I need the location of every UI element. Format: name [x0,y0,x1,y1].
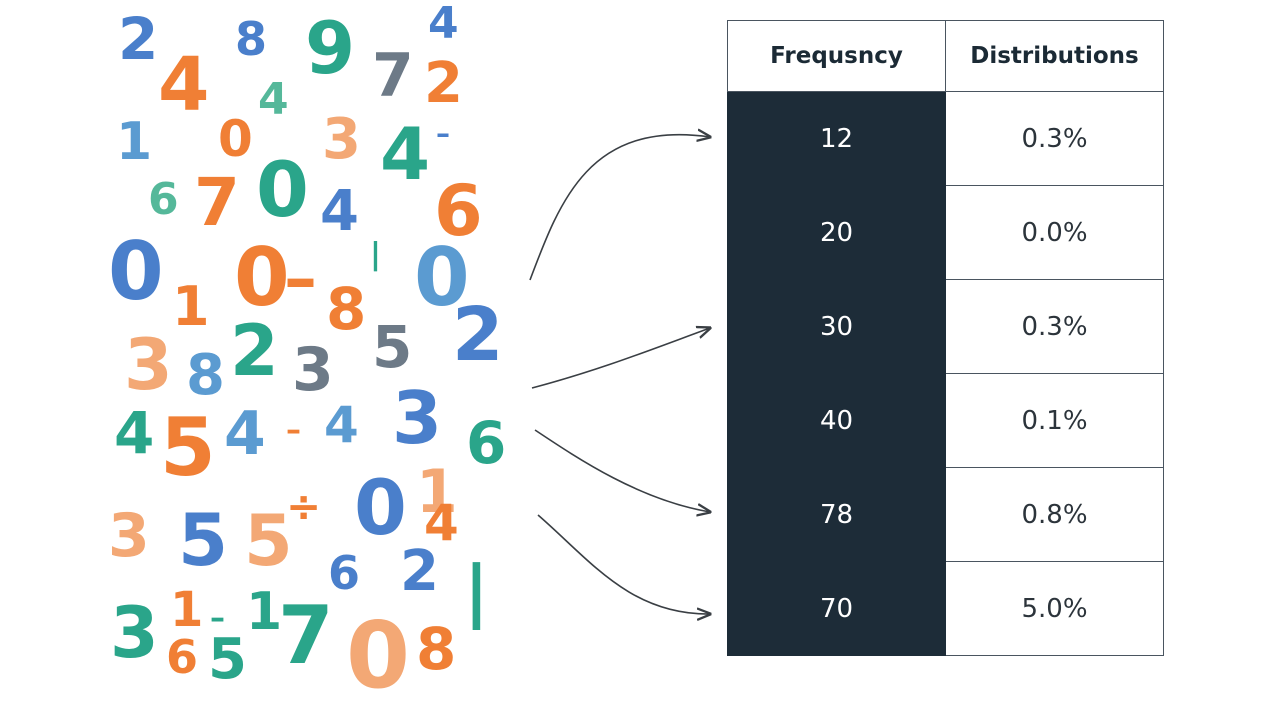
number-glyph: 0 [256,145,309,234]
number-glyph: 8 [235,12,268,66]
arrow-to-row-3 [531,328,710,389]
distribution-cell: 0.0% [945,185,1164,280]
table-row: 12 0.3% [727,91,1164,186]
number-glyph: 3 [292,335,334,405]
number-glyph: | [464,552,489,631]
number-glyph: 8 [326,275,367,343]
number-glyph: 5 [372,313,413,381]
number-glyph: 3 [108,501,150,571]
number-glyph: 4 [428,0,459,49]
number-glyph: – [436,117,450,150]
table-row: 70 5.0% [727,561,1164,656]
number-glyph: 0 [108,225,164,318]
table-row: 30 0.3% [727,279,1164,374]
number-glyph: 1 [116,112,153,172]
number-glyph: 0 [218,110,253,168]
number-glyph: 3 [392,376,443,460]
number-glyph: 7 [278,589,334,682]
arrow-to-row-5 [534,429,710,512]
number-glyph: 5 [244,500,293,582]
number-glyph: 4 [224,399,266,469]
number-glyph: | [370,237,381,272]
number-glyph: 3 [322,107,361,172]
number-glyph: 7 [194,164,240,241]
number-glyph: 9 [305,6,356,90]
frequency-cell: 70 [727,561,946,656]
number-glyph: 6 [166,630,199,684]
distribution-cell: 0.3% [945,91,1164,186]
table-row: 20 0.0% [727,185,1164,280]
number-glyph: 6 [434,170,483,252]
number-glyph: 5 [160,401,216,494]
number-glyph: 7 [372,41,414,111]
number-glyph: 0 [234,231,290,324]
number-glyph: 8 [186,343,225,408]
frequency-distribution-table: Frequsncy Distributions 12 0.3% 20 0.0% … [727,20,1164,656]
frequency-cell: 78 [727,467,946,562]
number-glyph: 4 [258,74,289,125]
number-glyph: 4 [114,399,155,467]
number-glyph: ÷ [286,482,322,531]
number-glyph: 8 [416,615,457,683]
number-glyph: – [210,601,225,636]
number-glyph: 4 [158,42,210,128]
number-glyph: 4 [424,494,459,552]
frequency-cell: 40 [727,373,946,468]
number-glyph: 2 [400,539,439,604]
number-glyph: 3 [124,324,173,406]
distribution-cell: 0.8% [945,467,1164,562]
header-distributions: Distributions [945,20,1164,92]
number-glyph: 4 [380,112,431,196]
distribution-cell: 0.3% [945,279,1164,374]
number-glyph: 0 [354,463,407,552]
frequency-cell: 12 [727,91,946,186]
number-glyph: 4 [320,179,359,244]
number-glyph: 3 [110,592,159,674]
number-glyph: 6 [148,174,179,225]
number-glyph: 2 [230,310,279,392]
number-glyph: 2 [424,51,463,116]
number-glyph: 1 [170,582,204,638]
number-glyph: 1 [246,582,283,642]
distribution-cell: 0.1% [945,373,1164,468]
number-glyph: 6 [466,409,507,477]
table-row: 78 0.8% [727,467,1164,562]
distribution-cell: 5.0% [945,561,1164,656]
number-glyph: 2 [118,5,159,73]
arrow-to-row-1 [529,135,710,281]
number-glyph: 5 [208,627,247,692]
number-glyph: – [284,240,317,317]
number-glyph: 1 [172,275,210,338]
number-glyph: 5 [178,498,229,582]
number-glyph: 4 [324,396,359,454]
number-glyph: 2 [452,292,504,378]
number-glyph: 0 [346,602,411,709]
frequency-cell: 20 [727,185,946,280]
number-glyph: – [286,413,301,448]
table-row: 40 0.1% [727,373,1164,468]
arrow-to-row-6 [537,514,710,614]
number-glyph: 0 [414,231,470,324]
table-header-row: Frequsncy Distributions [727,20,1164,92]
number-glyph: 6 [328,546,361,600]
number-glyph: 1 [416,457,458,527]
frequency-cell: 30 [727,279,946,374]
header-frequency: Frequsncy [727,20,946,92]
